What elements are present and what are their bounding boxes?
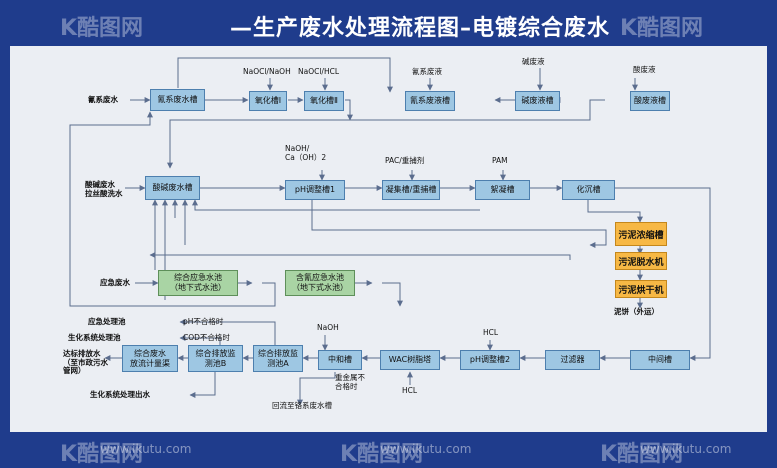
- label-ph-fail: pH不合格时: [183, 317, 224, 326]
- cyanide-wastewater-tank: 氰系废水槽: [150, 89, 205, 111]
- monitor-pool-b: 综合排放监 测池B: [188, 345, 243, 372]
- diagram-title: —生产废水处理流程图–电镀综合废水: [229, 16, 610, 41]
- acid-liquid-tank: 酸废液槽: [630, 91, 670, 111]
- sludge-dewatering: 污泥脱水机: [615, 252, 667, 270]
- label-cyanide-waste-liquid: 氰系废液: [412, 67, 442, 76]
- watermark-logo: K酷图网: [620, 16, 704, 41]
- label-emergency-treatment: 应急处理池: [88, 317, 126, 326]
- label-naocl-naoh: NaOCl/NaOH: [243, 67, 291, 76]
- label-compliant-discharge: 达标排放水 （至市政污水 管网）: [63, 349, 108, 376]
- sludge-thickener: 污泥浓缩槽: [615, 222, 667, 246]
- label-sludge-cake: 泥饼（外运）: [614, 307, 659, 316]
- flocculation-tank: 絮凝槽: [475, 180, 530, 200]
- monitor-pool-a: 综合排放监 测池A: [253, 345, 303, 372]
- label-cod-fail: COD不合格时: [183, 333, 230, 342]
- cyanide-liquid-tank: 氰系废液槽: [405, 91, 455, 111]
- discharge-meter-channel: 综合废水 放流计量渠: [122, 345, 178, 372]
- footer-bar: K酷图网 www.ikutu.com K酷图网 www.ikutu.com K酷…: [0, 432, 777, 467]
- sludge-dryer: 污泥烘干机: [615, 280, 667, 298]
- watermark-logo: K酷图网: [60, 442, 144, 467]
- coagulation-tank: 凝集槽/重捕槽: [382, 180, 440, 200]
- neutralization-tank: 中和槽: [318, 350, 362, 370]
- label-pam: PAM: [492, 156, 508, 165]
- watermark-url: www.ikutu.com: [100, 442, 192, 456]
- label-pac-agent: PAC/重捕剂: [385, 156, 425, 165]
- watermark-url: www.ikutu.com: [640, 442, 732, 456]
- acid-alkali-tank: 酸碱废水槽: [145, 176, 200, 200]
- label-naocl-hcl: NaOCl/HCL: [298, 67, 340, 76]
- filter: 过滤器: [545, 350, 600, 370]
- emergency-pool: 综合应急水池 （地下式水池）: [158, 270, 238, 296]
- oxidation-tank-1: 氧化槽Ⅰ: [249, 91, 287, 111]
- label-biochem-effluent: 生化系统处理出水: [90, 390, 150, 399]
- label-emergency-wastewater: 应急废水: [100, 278, 130, 287]
- wac-resin-tower: WAC树脂塔: [380, 350, 440, 370]
- cyanide-emergency-pool: 含氰应急水池 （地下式水池）: [285, 270, 355, 296]
- alkali-liquid-tank: 碱废液槽: [515, 91, 560, 111]
- label-heavy-metal-fail: 重金属不 合格时: [335, 373, 365, 391]
- label-cyanide-wastewater: 氰系废水: [88, 95, 118, 104]
- label-biochem-pool: 生化系统处理池: [68, 333, 121, 342]
- label-acid-alkali-inflow: 酸碱废水 拉丝酸洗水: [85, 180, 123, 198]
- ph-adjust-tank-1: pH调整槽1: [285, 180, 345, 200]
- label-return-cyanide: 回流至铬系废水槽: [272, 401, 332, 410]
- watermark-logo: K酷图网: [340, 442, 424, 467]
- intermediate-tank: 中间槽: [630, 350, 690, 370]
- watermark-logo: K酷图网: [60, 16, 144, 41]
- label-acid-waste-liquid: 酸废液: [633, 65, 656, 74]
- ph-adjust-tank-2: pH调整槽2: [460, 350, 520, 370]
- oxidation-tank-2: 氧化槽Ⅱ: [304, 91, 344, 111]
- watermark-logo: K酷图网: [600, 442, 684, 467]
- header-bar: K酷图网 —生产废水处理流程图–电镀综合废水 K酷图网: [0, 0, 777, 46]
- label-alkali-waste-liquid: 碱废液: [522, 57, 545, 66]
- label-hcl-top: HCL: [483, 328, 499, 337]
- watermark-url: www.ikutu.com: [380, 442, 472, 456]
- sedimentation-tank: 化沉槽: [562, 180, 615, 200]
- label-naoh-caoh2: NaOH/ Ca（OH）2: [285, 144, 327, 162]
- label-naoh: NaOH: [317, 323, 339, 332]
- label-hcl-bottom: HCL: [402, 386, 418, 395]
